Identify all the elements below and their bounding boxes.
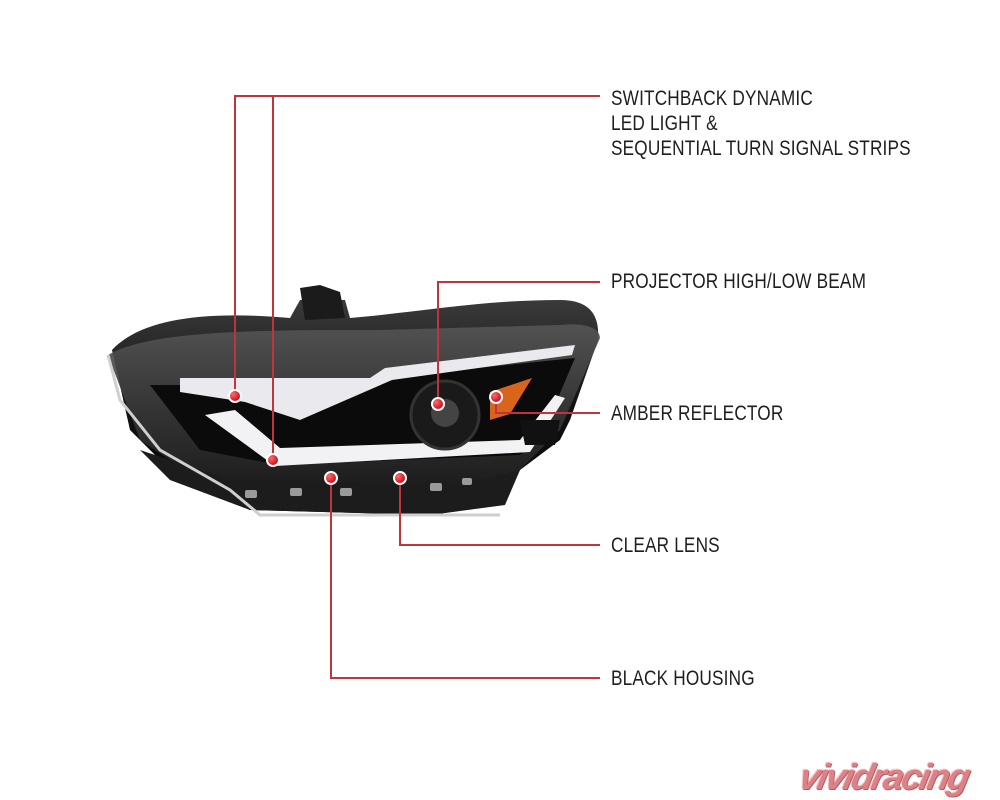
label-switchback: SWITCHBACK DYNAMIC LED LIGHT & SEQUENTIA… xyxy=(611,86,911,161)
clear-lens-dot xyxy=(393,471,407,485)
switchback-strip-dot xyxy=(228,389,242,403)
label-clear-lens: CLEAR LENS xyxy=(611,534,720,557)
label-projector: PROJECTOR HIGH/LOW BEAM xyxy=(611,270,867,293)
headlight-housing xyxy=(106,285,600,517)
black-housing-dot xyxy=(324,471,338,485)
label-switchback-line1: SWITCHBACK DYNAMIC xyxy=(611,87,813,110)
callout-lines xyxy=(234,95,600,679)
label-black-housing: BLACK HOUSING xyxy=(611,667,755,690)
vividracing-logo: vividracing xyxy=(795,756,973,797)
label-amber-reflector: AMBER REFLECTOR xyxy=(611,402,784,425)
label-switchback-line3: SEQUENTIAL TURN SIGNAL STRIPS xyxy=(611,137,911,160)
label-switchback-line2: LED LIGHT & xyxy=(611,112,718,135)
switchback-strip-lower-dot xyxy=(266,453,280,467)
callout-dots xyxy=(228,389,503,485)
amber-reflector-dot xyxy=(489,390,503,404)
projector-dot xyxy=(431,397,445,411)
